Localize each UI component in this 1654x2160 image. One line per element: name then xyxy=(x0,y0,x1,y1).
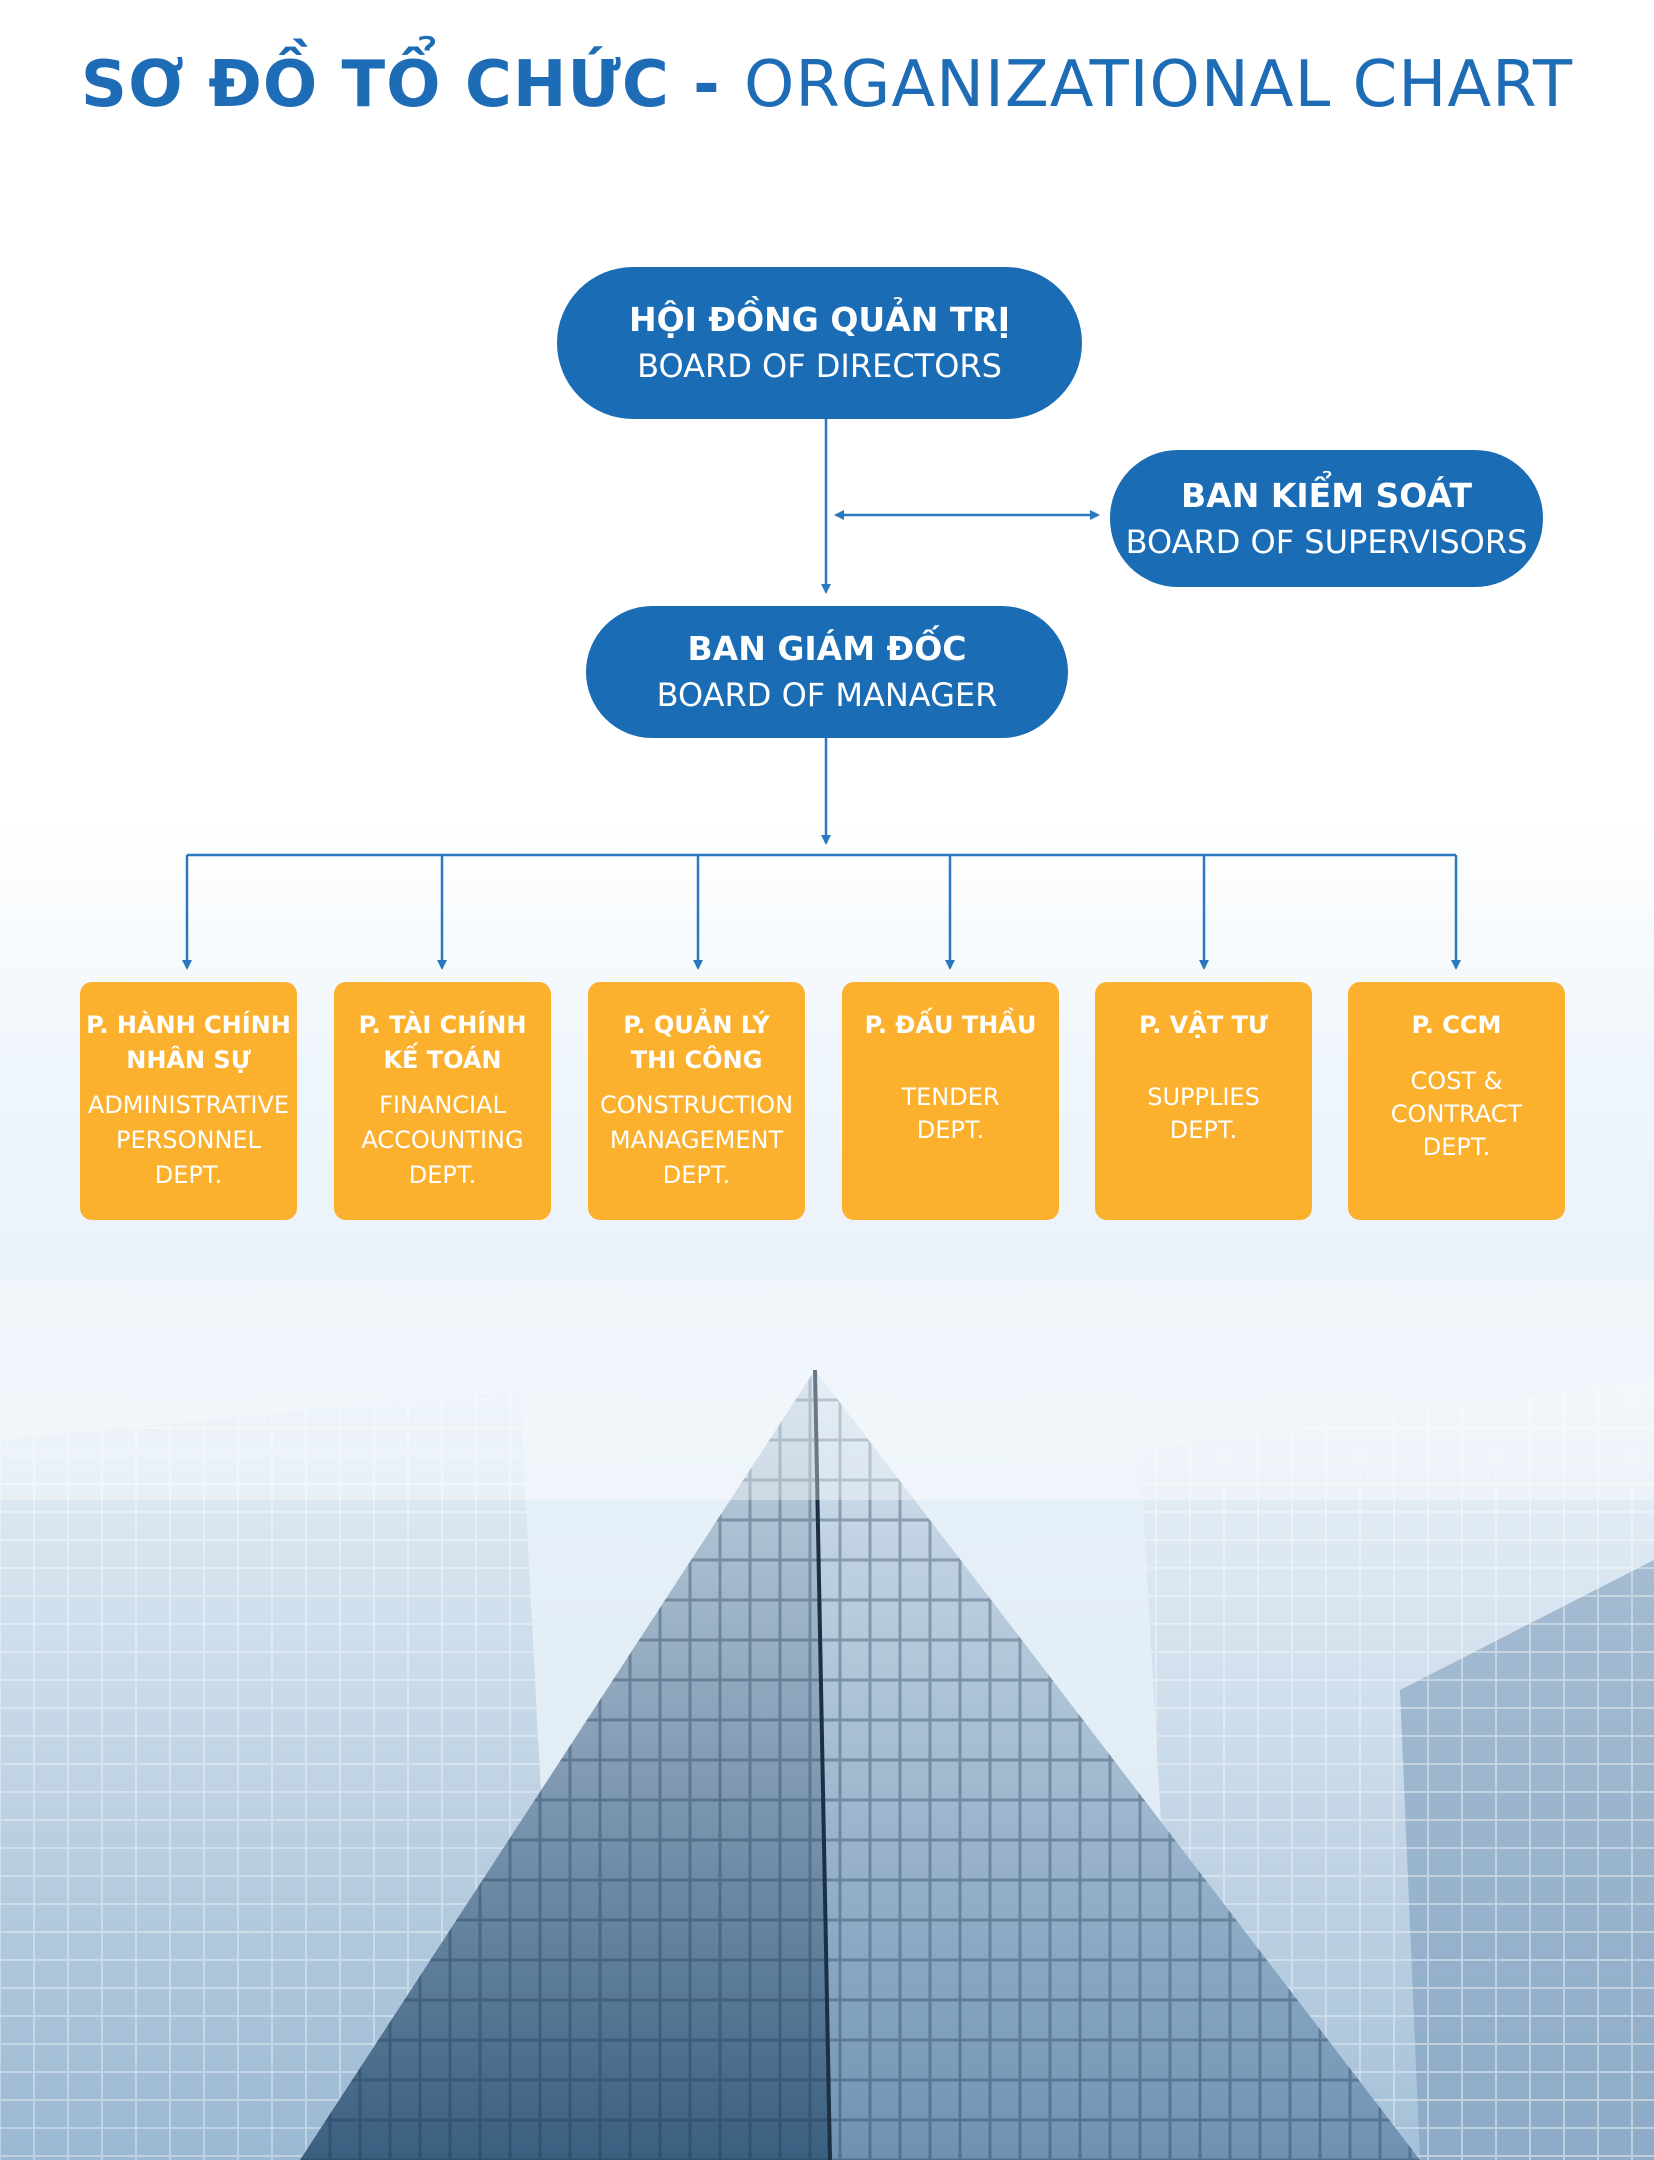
dept-label-vi: P. VẬT TƯ xyxy=(1139,1011,1268,1039)
page-title: SƠ ĐỒ TỔ CHỨC - ORGANIZATIONAL CHART xyxy=(0,48,1654,122)
dept-tender: P. ĐẤU THẦU TENDER DEPT. xyxy=(842,982,1059,1220)
dept-supplies: P. VẬT TƯ SUPPLIES DEPT. xyxy=(1095,982,1312,1220)
dept-administrative-personnel: P. HÀNH CHÍNH NHÂN SỰ ADMINISTRATIVE PER… xyxy=(80,982,297,1220)
dept-label-en: SUPPLIES DEPT. xyxy=(1147,1083,1260,1144)
dept-financial-accounting: P. TÀI CHÍNH KẾ TOÁN FINANCIAL ACCOUNTIN… xyxy=(334,982,551,1220)
dept-label-en: FINANCIAL ACCOUNTING DEPT. xyxy=(361,1091,524,1189)
dept-label-vi: P. QUẢN LÝ THI CÔNG xyxy=(623,1011,770,1074)
dept-label-vi: P. HÀNH CHÍNH NHÂN SỰ xyxy=(86,1011,291,1074)
dept-label-en: CONSTRUCTION MANAGEMENT DEPT. xyxy=(599,1091,794,1189)
title-vietnamese: SƠ ĐỒ TỔ CHỨC - xyxy=(80,48,744,122)
dept-label-vi: P. ĐẤU THẦU xyxy=(864,1011,1037,1039)
node-label-en: BOARD OF SUPERVISORS xyxy=(1125,522,1528,561)
node-label-en: BOARD OF MANAGER xyxy=(656,676,998,714)
node-label-vi: BAN GIÁM ĐỐC xyxy=(687,629,967,668)
node-label-en: BOARD OF DIRECTORS xyxy=(637,347,1002,385)
node-label-vi: HỘI ĐỒNG QUẢN TRỊ xyxy=(628,300,1011,339)
dept-label-vi: P. TÀI CHÍNH KẾ TOÁN xyxy=(358,1011,527,1074)
node-board-of-manager: BAN GIÁM ĐỐC BOARD OF MANAGER xyxy=(586,606,1068,738)
node-label-vi: BAN KIỂM SOÁT xyxy=(1181,475,1472,515)
dept-label-en: TENDER DEPT. xyxy=(901,1083,1000,1144)
node-board-of-supervisors: BAN KIỂM SOÁT BOARD OF SUPERVISORS xyxy=(1110,450,1543,587)
dept-label-vi: P. CCM xyxy=(1411,1011,1502,1039)
dept-cost-contract: P. CCM COST & CONTRACT DEPT. xyxy=(1348,982,1565,1220)
dept-construction-management: P. QUẢN LÝ THI CÔNG CONSTRUCTION MANAGEM… xyxy=(588,982,805,1220)
title-english: ORGANIZATIONAL CHART xyxy=(743,48,1574,122)
node-board-of-directors: HỘI ĐỒNG QUẢN TRỊ BOARD OF DIRECTORS xyxy=(557,267,1082,419)
dept-label-en: COST & CONTRACT DEPT. xyxy=(1390,1067,1523,1161)
dept-label-en: ADMINISTRATIVE PERSONNEL DEPT. xyxy=(87,1091,290,1189)
